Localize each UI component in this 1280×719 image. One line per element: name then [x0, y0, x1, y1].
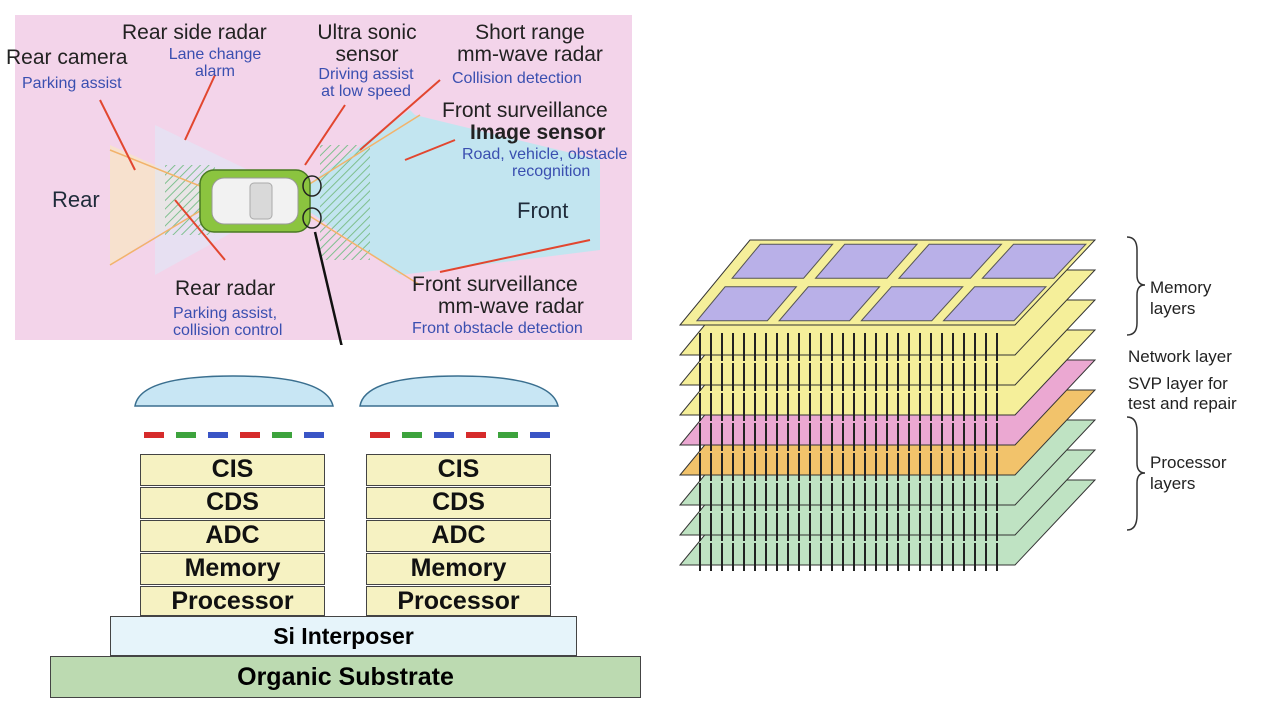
color-filter: [176, 432, 196, 438]
memory-bracket: [1126, 236, 1146, 336]
svp-layer-label-1: SVP layer for: [1128, 374, 1228, 393]
organic-substrate: Organic Substrate: [50, 656, 641, 698]
right-adc-layer: ADC: [366, 520, 551, 552]
rear-side-radar-sub2: alarm: [194, 63, 235, 80]
left-processor-layer: Processor: [140, 586, 325, 616]
ultrasonic-label-1: Ultra sonic: [317, 21, 417, 44]
rear-radar-sub-2: collision control: [173, 322, 283, 339]
memory-cell: [778, 286, 881, 322]
memory-cell: [731, 243, 834, 279]
front-surveillance-label-1: Front surveillance: [442, 99, 608, 122]
front-mm-wave-sub: Front obstacle detection: [412, 320, 583, 337]
color-filters-right: [370, 432, 550, 438]
car-sensor-diagram: Rear camera Parking assist Rear side rad…: [0, 0, 640, 345]
memory-cell: [814, 243, 919, 279]
front-surveillance-sub-1: Road, vehicle, obstacle: [462, 146, 628, 163]
rear-radar-sub-1: Parking assist,: [173, 305, 278, 322]
front-surveillance-label-2: Image sensor: [470, 121, 606, 144]
color-filter: [530, 432, 550, 438]
processor-bracket: [1126, 416, 1146, 531]
rear-camera-label: Rear camera: [6, 46, 128, 69]
color-filter: [466, 432, 486, 438]
color-filter: [144, 432, 164, 438]
car-diagram-graphic: [15, 15, 632, 345]
memory-cell: [897, 243, 1003, 279]
si-interposer: Si Interposer: [110, 616, 577, 656]
3d-layer-stack-diagram: Memory layers Network layer SVP layer fo…: [670, 225, 1280, 595]
color-filter: [434, 432, 454, 438]
short-range-label-1: Short range: [475, 21, 585, 44]
left-memory-layer: Memory: [140, 553, 325, 585]
rear-side-radar-label: Rear side radar: [122, 21, 267, 44]
front-ultrasonic-zone: [320, 145, 370, 260]
rear-region-label: Rear: [52, 187, 100, 212]
brackets: [1126, 236, 1146, 531]
right-cds-layer: CDS: [366, 487, 551, 519]
memory-cell: [695, 286, 798, 322]
ultrasonic-sub-1: Driving assist: [318, 66, 414, 83]
short-range-label-2: mm-wave radar: [457, 43, 603, 66]
color-filter: [208, 432, 228, 438]
processor-layers-label: Processor: [1150, 453, 1227, 472]
color-filter: [370, 432, 390, 438]
front-mm-wave-label-2: mm-wave radar: [438, 295, 584, 318]
left-cis-layer: CIS: [140, 454, 325, 486]
sensor-stack-diagram: CIS CDS ADC Memory Processor CIS CDS ADC…: [0, 360, 660, 710]
color-filter: [240, 432, 260, 438]
front-mm-wave-label-1: Front surveillance: [412, 273, 578, 296]
front-surveillance-beam: [300, 110, 600, 275]
memory-cell: [942, 286, 1048, 322]
right-memory-layer: Memory: [366, 553, 551, 585]
memory-layers-label-2: layers: [1150, 299, 1196, 318]
short-range-sub: Collision detection: [452, 70, 582, 87]
left-cds-layer: CDS: [140, 487, 325, 519]
micro-lens-left: [134, 375, 334, 407]
memory-layers-label: Memory: [1150, 278, 1212, 297]
micro-lens-right: [359, 375, 559, 407]
network-layer-label: Network layer: [1128, 347, 1232, 366]
color-filter: [498, 432, 518, 438]
front-region-label: Front: [517, 198, 569, 223]
color-filter: [402, 432, 422, 438]
memory-cell: [981, 243, 1087, 279]
processor-layers-label-2: layers: [1150, 474, 1196, 493]
arrow-to-sensor: [313, 231, 343, 345]
micro-lens-graphic: [134, 375, 559, 438]
ultrasonic-label-2: sensor: [335, 43, 399, 66]
left-adc-layer: ADC: [140, 520, 325, 552]
3d-stack-graphic: [678, 239, 1097, 571]
rear-side-radar-sub1: Lane change: [168, 46, 262, 63]
color-filter: [304, 432, 324, 438]
right-cis-layer: CIS: [366, 454, 551, 486]
right-processor-layer: Processor: [366, 586, 551, 616]
memory-cell: [860, 286, 964, 322]
front-sensor-right: [302, 207, 322, 229]
ultrasonic-sub-2: at low speed: [321, 83, 411, 100]
front-sensor-left: [302, 175, 322, 197]
label-pointer-lines: [99, 74, 591, 273]
color-filter: [272, 432, 292, 438]
color-filters-left: [144, 432, 324, 438]
front-surveillance-sub-2: recognition: [512, 163, 591, 180]
svp-layer-label-2: test and repair: [1128, 394, 1237, 413]
rear-radar-label: Rear radar: [175, 277, 276, 300]
rear-camera-sub: Parking assist: [22, 75, 122, 92]
